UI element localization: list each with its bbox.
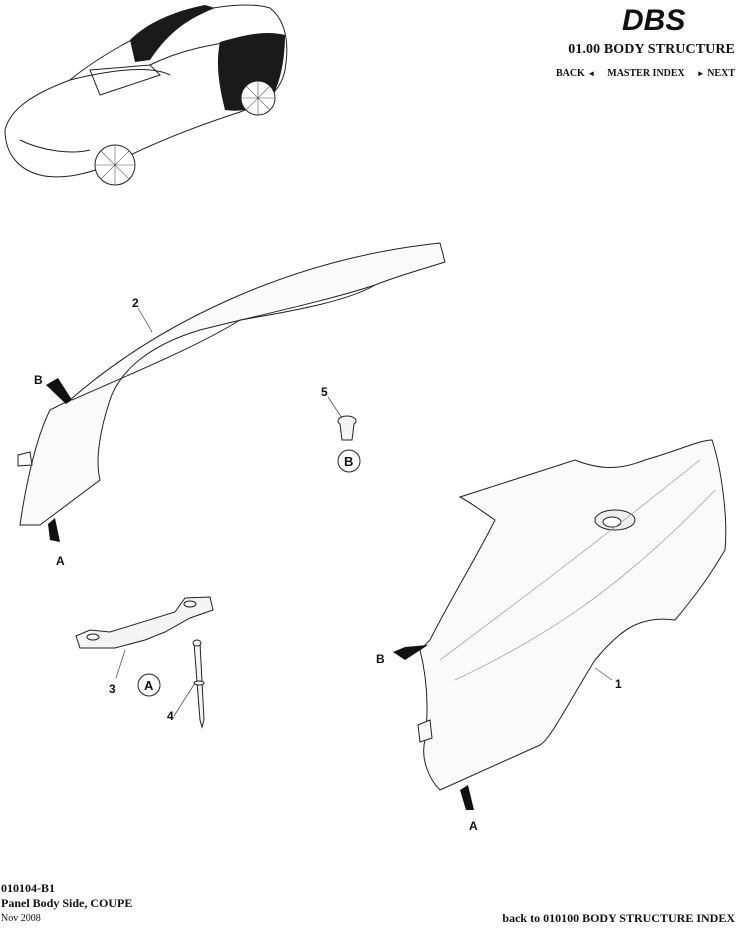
next-link[interactable]: ► NEXT — [697, 68, 735, 79]
publication-date: Nov 2008 — [1, 913, 41, 924]
part-5-grommet — [337, 415, 357, 441]
arrow-label-b-upper: B — [34, 373, 43, 387]
back-link[interactable]: BACK ◄ — [556, 68, 595, 79]
part-title: Panel Body Side, COUPE — [1, 896, 133, 910]
car-overview-illustration — [4, 4, 288, 186]
back-arrow-icon: ◄ — [587, 69, 596, 78]
part-4-rivet — [192, 639, 205, 729]
dbs-logo: DBS — [622, 4, 685, 36]
next-label: NEXT — [707, 68, 735, 79]
arrow-b-lower-icon — [393, 645, 428, 660]
callout-4: 4 — [167, 709, 174, 723]
next-arrow-icon: ► — [696, 69, 705, 78]
callout-3: 3 — [109, 682, 116, 696]
callout-2: 2 — [132, 296, 139, 310]
exploded-parts-diagram: 2 5 3 4 1 B A B A B A — [17, 242, 727, 833]
page-navigation: BACK ◄ MASTER INDEX ► NEXT — [556, 68, 735, 79]
arrow-label-a-upper: A — [56, 554, 65, 568]
part-2-inner-panel — [17, 242, 446, 526]
arrow-label-b-lower: B — [376, 652, 385, 666]
arrow-a-lower-icon — [460, 785, 474, 810]
part-code: 010104-B1 — [1, 881, 55, 895]
detail-marker-b: B — [344, 454, 353, 469]
back-to-index-link[interactable]: back to 010100 BODY STRUCTURE INDEX — [502, 911, 735, 925]
highlighted-roof-panel — [130, 5, 215, 62]
detail-marker-a: A — [144, 678, 154, 693]
back-label: BACK — [555, 68, 585, 79]
arrow-icons — [46, 378, 474, 810]
detail-marker-a-circle — [137, 673, 161, 697]
section-title: 01.00 BODY STRUCTURE — [568, 42, 735, 57]
logo-text: DBS — [622, 4, 685, 36]
detail-marker-b-circle — [337, 449, 361, 473]
arrow-label-a-lower: A — [469, 819, 478, 833]
master-index-link[interactable]: MASTER INDEX — [607, 68, 685, 79]
callout-1: 1 — [615, 677, 622, 691]
part-1-rear-quarter-panel — [417, 439, 727, 791]
arrow-b-upper-icon — [46, 378, 72, 404]
callout-5: 5 — [321, 385, 328, 399]
arrow-a-upper-icon — [48, 518, 60, 542]
part-3-bracket — [75, 596, 214, 649]
